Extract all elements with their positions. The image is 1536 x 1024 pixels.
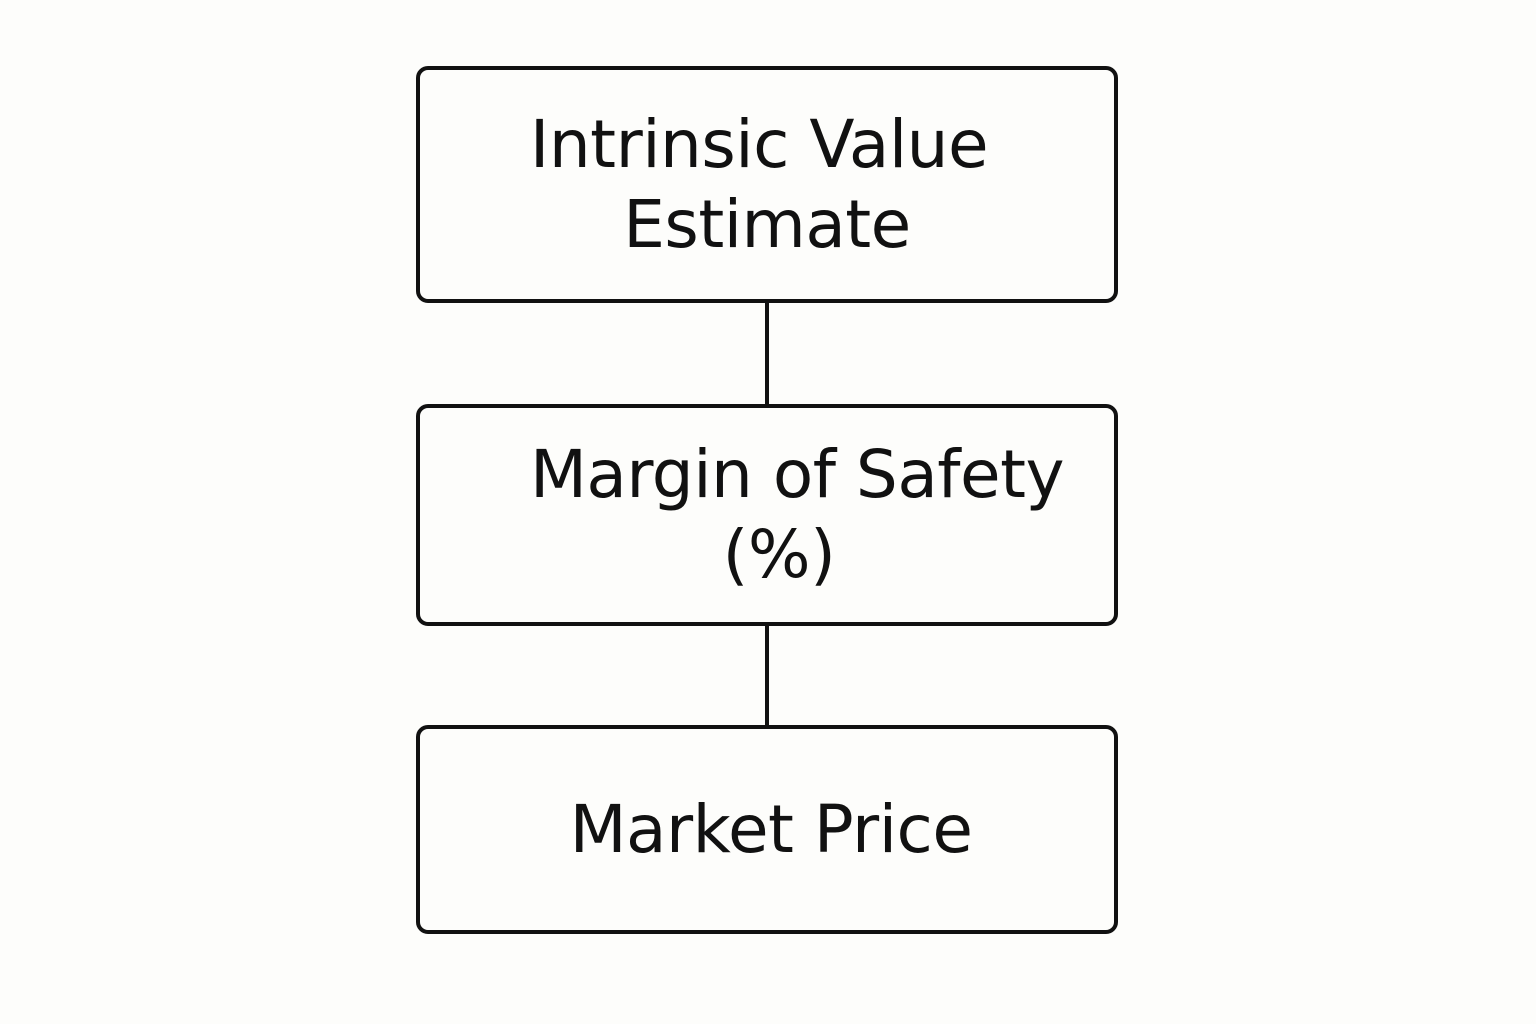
node-label-line: (%) — [722, 516, 836, 593]
node-label-line: Market Price — [569, 790, 973, 868]
connector-line — [765, 302, 769, 405]
node-label-line: Intrinsic Value — [529, 105, 989, 183]
node-margin-of-safety: Margin of Safety (%) — [416, 404, 1118, 626]
node-market-price: Market Price — [416, 725, 1118, 934]
node-label-line: Estimate — [623, 185, 911, 263]
connector-line — [765, 625, 769, 726]
node-intrinsic-value-estimate: Intrinsic Value Estimate — [416, 66, 1118, 303]
node-label-line: Margin of Safety — [529, 436, 1065, 513]
